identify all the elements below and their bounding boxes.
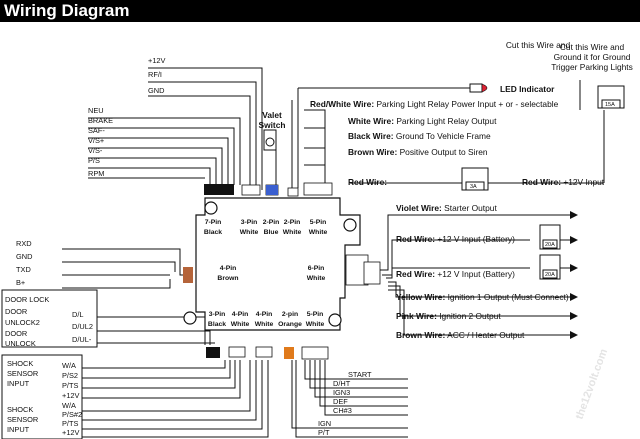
shock-pin: P/TS bbox=[62, 381, 78, 390]
parking-fuse-15a: 15A bbox=[597, 85, 625, 109]
shock-pin: W/A bbox=[62, 401, 76, 410]
output-wire-row: Red Wire: +12 V Input (Battery) bbox=[396, 234, 515, 244]
shock-label: SENSOR bbox=[7, 369, 38, 378]
wire-label: RF/I bbox=[148, 70, 162, 79]
door-box-label: DOOR bbox=[5, 329, 27, 338]
door-box-pin: D/L bbox=[72, 310, 84, 319]
shock-sensor-box bbox=[1, 354, 83, 439]
serial-wire-label: B+ bbox=[16, 278, 25, 287]
control-module bbox=[183, 197, 361, 331]
door-lock-box bbox=[1, 289, 98, 348]
wire-label: RPM bbox=[88, 169, 104, 178]
relay-wire-row: Red/White Wire: Parking Light Relay Powe… bbox=[310, 99, 559, 109]
shock-pin: P/S2 bbox=[62, 371, 78, 380]
shock-label: INPUT bbox=[7, 379, 30, 388]
red-12v-input-label: Red Wire: +12V Input bbox=[522, 177, 605, 187]
parking-note-line-2: Ground it for Ground bbox=[554, 52, 631, 62]
relay-wire-row: Brown Wire: Positive Output to Siren bbox=[348, 147, 488, 157]
shock-pin: +12V bbox=[62, 391, 80, 400]
wire-label: BRAKE bbox=[88, 116, 113, 125]
door-box-label: UNLOCK2 bbox=[5, 318, 40, 327]
shock-label: SHOCK bbox=[7, 405, 33, 414]
svg-text:20A: 20A bbox=[545, 272, 555, 278]
bottom-wire-label: IGN bbox=[318, 419, 331, 428]
shock-label: SHOCK bbox=[7, 359, 33, 368]
shock-pin: P/S#2 bbox=[62, 410, 82, 419]
shock-label: SENSOR bbox=[7, 415, 38, 424]
serial-wire-label: TXD bbox=[16, 265, 31, 274]
parking-note-line: Cut this Wire and bbox=[506, 40, 571, 50]
door-box-label: DOOR bbox=[5, 307, 27, 316]
svg-text:3A: 3A bbox=[470, 184, 477, 190]
shock-label: INPUT bbox=[7, 425, 30, 434]
output-wire-row: Red Wire: +12 V Input (Battery) bbox=[396, 269, 515, 279]
wire-label: +12V bbox=[148, 56, 166, 65]
wire-label: V/S- bbox=[88, 146, 103, 155]
led-indicator-label: LED Indicator bbox=[500, 84, 555, 94]
wire-label: NEU bbox=[88, 106, 104, 115]
door-box-pin: D/UL2 bbox=[72, 322, 93, 331]
page-title: Wiring Diagram bbox=[4, 1, 130, 20]
wire-label: V/S+ bbox=[88, 136, 104, 145]
serial-wire-label: RXD bbox=[16, 239, 32, 248]
watermark: the12volt.com bbox=[574, 347, 611, 421]
door-box-pin: D/UL- bbox=[72, 335, 92, 344]
serial-wire-label: GND bbox=[16, 252, 32, 261]
relay-wire-row: White Wire: Parking Light Relay Output bbox=[348, 116, 497, 126]
wire-label: GND bbox=[148, 86, 164, 95]
shock-pin: +12V bbox=[62, 428, 80, 437]
output-wire-row: Violet Wire: Starter Output bbox=[396, 203, 497, 213]
bottom-wire-label: P/T bbox=[318, 428, 330, 437]
bottom-wire-label: DEF bbox=[333, 397, 348, 406]
parking-note-line-1: Cut this Wire and bbox=[560, 42, 625, 52]
bottom-wire-label: CH#3 bbox=[333, 406, 352, 415]
relay-wire-row: Red Wire: bbox=[348, 177, 387, 187]
led-indicator-icon bbox=[469, 83, 488, 93]
svg-text:20A: 20A bbox=[545, 242, 555, 248]
bottom-wire-label: START bbox=[348, 370, 372, 379]
relay-fuse-3a: 3A bbox=[461, 167, 489, 191]
parking-note-line-3: Trigger Parking Lights bbox=[551, 62, 633, 72]
svg-text:15A: 15A bbox=[605, 102, 615, 108]
wire-label: P/S bbox=[88, 156, 100, 165]
shock-pin: W/A bbox=[62, 361, 76, 370]
wire-label: SAF- bbox=[88, 126, 105, 135]
battery-fuse-2: 20A bbox=[539, 254, 561, 280]
battery-fuse-1: 20A bbox=[539, 224, 561, 250]
relay-wire-row: Black Wire: Ground To Vehicle Frame bbox=[348, 131, 491, 141]
bottom-wire-label: D/HT bbox=[333, 379, 351, 388]
header-bar: Wiring Diagram bbox=[0, 0, 640, 22]
door-box-label: UNLOCK bbox=[5, 339, 36, 348]
door-box-label: DOOR LOCK bbox=[5, 295, 49, 304]
connector-7pin-black bbox=[204, 184, 234, 195]
output-wire-row: Yellow Wire: Ignition 1 Output (Must Con… bbox=[396, 292, 569, 302]
output-wire-row: Brown Wire: ACC / Heater Output bbox=[396, 330, 525, 340]
output-wire-row: Pink Wire: Ignition 2 Output bbox=[396, 311, 501, 321]
bottom-wire-label: IGN3 bbox=[333, 388, 350, 397]
shock-pin: P/TS bbox=[62, 419, 78, 428]
